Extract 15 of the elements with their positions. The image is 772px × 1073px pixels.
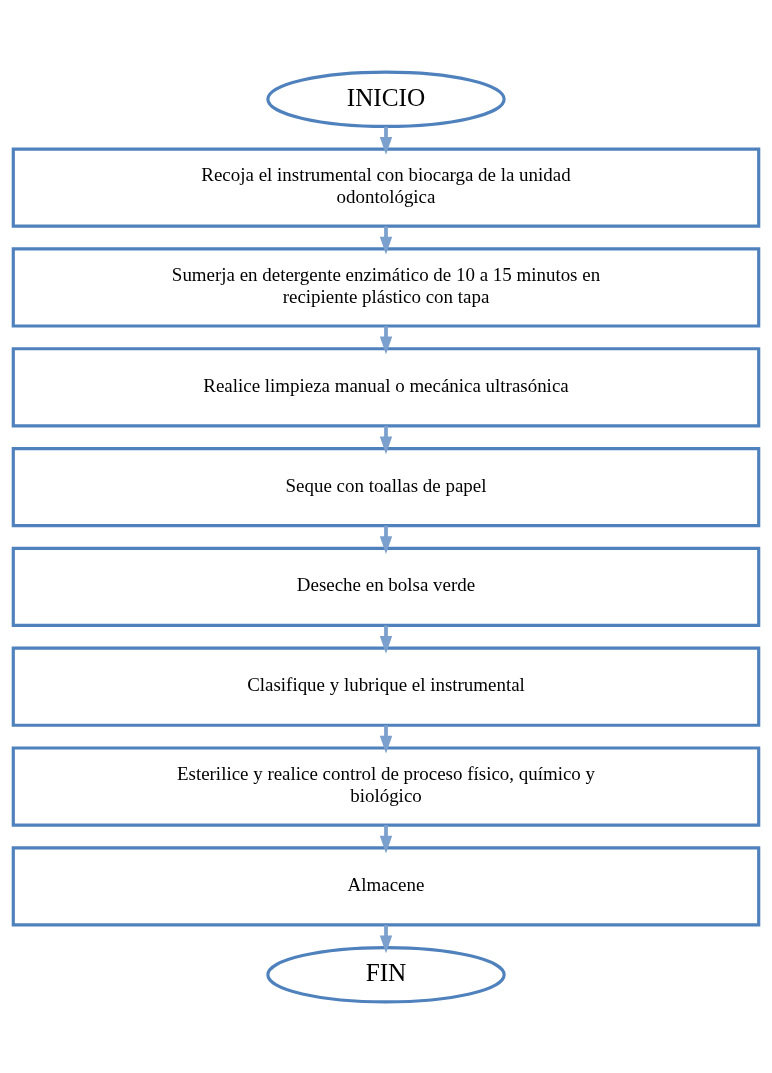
node-box: Deseche en bolsa verde bbox=[11, 546, 761, 627]
node-box: Recoja el instrumental con biocarga de la unidad odontológica bbox=[11, 147, 761, 228]
node-box: Clasifique y lubrique el instrumental bbox=[11, 646, 761, 727]
node-box: Seque con toallas de papel bbox=[11, 446, 761, 527]
node-box: Realice limpieza manual o mecánica ultrasónica bbox=[11, 346, 761, 427]
arrow bbox=[379, 924, 393, 953]
arrow bbox=[379, 225, 393, 255]
node-box: Almacene bbox=[11, 845, 761, 926]
arrow bbox=[379, 724, 393, 754]
arrow bbox=[379, 325, 393, 354]
node-ellipse: FIN bbox=[266, 945, 506, 1004]
node-box: Esterilice y realice control de proceso físico, químico y biológico bbox=[11, 745, 761, 827]
node-ellipse: INICIO bbox=[266, 69, 506, 128]
node-box: Sumerja en detergente enzimático de 10 a 15 minutos en recipiente plástico con tapa bbox=[11, 246, 761, 328]
arrow bbox=[379, 824, 393, 853]
